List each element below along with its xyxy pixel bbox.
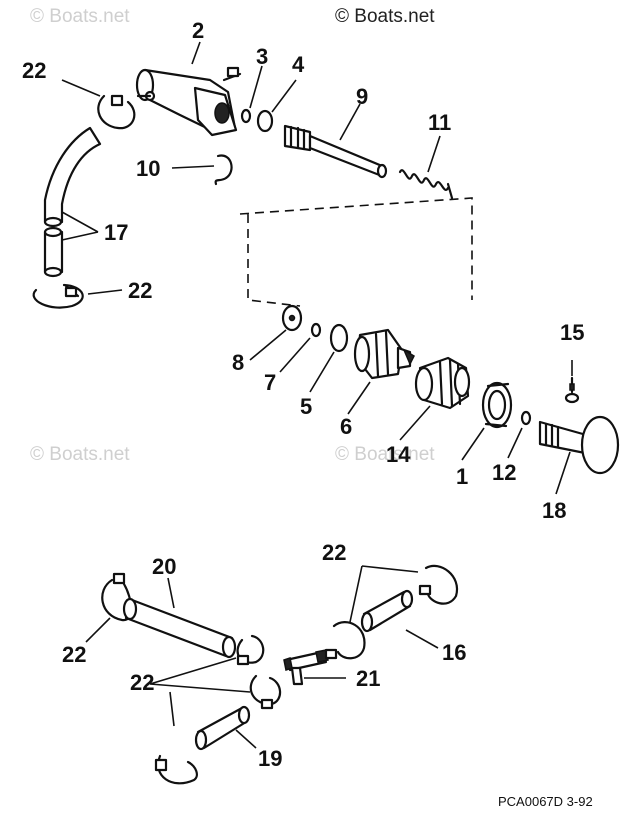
part-22-clamp-center [236, 634, 265, 666]
assembly-outline [239, 197, 473, 307]
watermark-top-right: © Boats.net [335, 6, 435, 27]
leader-lines [61, 41, 573, 749]
label-part-1: 1 [456, 464, 468, 489]
label-part-5: 5 [300, 394, 312, 419]
part-22-clamp-top [97, 94, 136, 130]
part-4-o-ring [256, 109, 274, 133]
part-3-o-ring [240, 108, 252, 124]
part-22-clamp-right-top [418, 564, 459, 605]
part-2-housing [135, 66, 242, 137]
part-7-o-ring [310, 322, 322, 338]
label-part-18: 18 [542, 498, 566, 523]
part-10-clip [214, 154, 233, 186]
label-part-8: 8 [232, 350, 244, 375]
part-12-o-ring [520, 410, 532, 426]
drawing-code: PCA0067D 3-92 [498, 794, 593, 809]
label-part-6: 6 [340, 414, 352, 439]
part-5-o-ring [329, 323, 349, 353]
label-part-16: 16 [442, 640, 466, 665]
label-part-9: 9 [356, 84, 368, 109]
label-part-10: 10 [136, 156, 160, 181]
label-part-17: 17 [104, 220, 128, 245]
label-part-21: 21 [356, 666, 380, 691]
label-part-22-left: 22 [128, 278, 152, 303]
part-22-clamp-right-mid [324, 621, 366, 660]
part-18-knob [538, 415, 620, 475]
part-6-valve-body [353, 328, 415, 380]
label-part-22-lower-left: 22 [62, 642, 86, 667]
part-22-clamp-left [32, 283, 84, 309]
part-22-clamp-center-mid [249, 674, 282, 710]
label-part-22-lower-right: 22 [322, 540, 346, 565]
label-part-15: 15 [560, 320, 584, 345]
part-21-tee-fitting [283, 649, 329, 686]
part-14-threaded-body [414, 356, 471, 410]
label-part-3: 3 [256, 44, 268, 69]
part-19-short-tube [194, 705, 251, 751]
label-part-22-lower-center: 22 [130, 670, 154, 695]
watermark-top-left: © Boats.net [30, 6, 130, 27]
label-part-4: 4 [292, 52, 305, 77]
label-part-19: 19 [258, 746, 282, 771]
part-22-clamp-bottom [154, 754, 198, 785]
label-part-20: 20 [152, 554, 176, 579]
label-part-2: 2 [192, 18, 204, 43]
part-20-tube [122, 597, 237, 659]
label-part-7: 7 [264, 370, 276, 395]
label-part-14: 14 [386, 442, 411, 467]
label-part-22-top: 22 [22, 58, 46, 83]
label-part-11: 11 [428, 110, 451, 135]
part-9-shaft [283, 124, 388, 179]
part-11-spring [398, 169, 454, 200]
label-part-12: 12 [492, 460, 516, 485]
part-8-washer [281, 304, 303, 332]
watermark-mid-right: © Boats.net [335, 444, 435, 465]
part-16-tube [360, 589, 414, 633]
part-15-screw [564, 376, 580, 404]
watermark-mid-left: © Boats.net [30, 444, 130, 465]
part-1-bezel [481, 381, 513, 429]
part-17-hose [43, 126, 102, 278]
